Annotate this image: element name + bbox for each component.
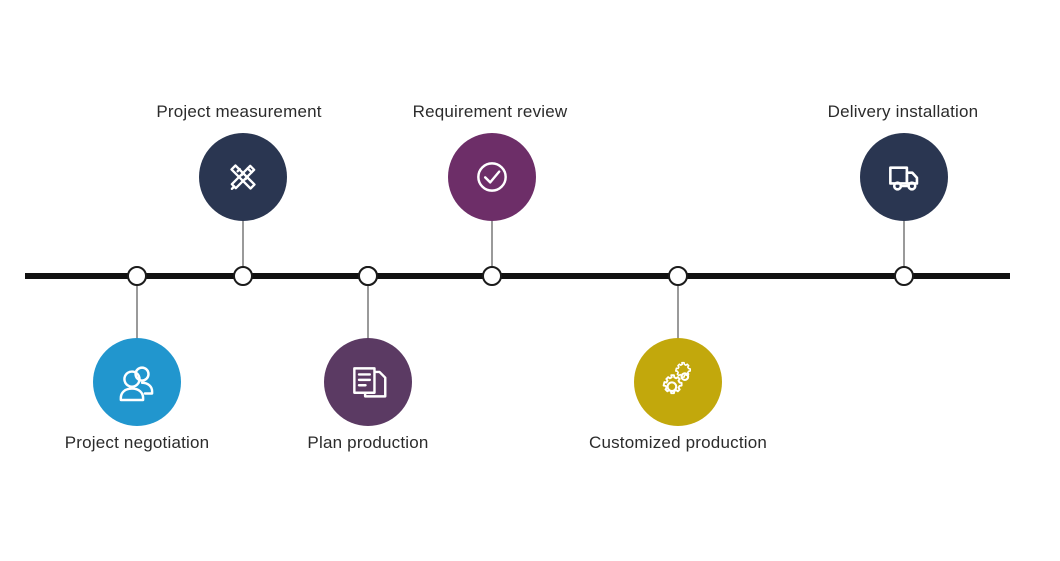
- axis-node-project-negotiation[interactable]: [127, 266, 147, 286]
- step-icon-customized-production[interactable]: [634, 338, 722, 426]
- gears-icon: [655, 359, 701, 405]
- axis-node-extra-marker[interactable]: [358, 266, 378, 286]
- step-icon-plan-production[interactable]: [324, 338, 412, 426]
- step-label-project-negotiation: Project negotiation: [64, 433, 210, 452]
- connector-plan-production: [367, 286, 369, 342]
- connector-customized-production: [677, 286, 679, 342]
- step-label-delivery-installation: Delivery installation: [827, 102, 979, 121]
- connector-requirement-review: [491, 221, 493, 271]
- axis-node-requirement-review[interactable]: [482, 266, 502, 286]
- pencil-ruler-icon: [220, 154, 266, 200]
- axis-node-customized-production[interactable]: [668, 266, 688, 286]
- check-circle-icon: [469, 154, 515, 200]
- timeline-axis: [25, 273, 1010, 279]
- step-label-plan-production: Plan production: [307, 433, 429, 452]
- step-label-customized-production: Customized production: [588, 433, 768, 452]
- axis-node-delivery-installation[interactable]: [894, 266, 914, 286]
- step-icon-project-measurement[interactable]: [199, 133, 287, 221]
- step-label-requirement-review: Requirement review: [412, 102, 568, 121]
- connector-delivery-installation: [903, 221, 905, 271]
- axis-node-project-measurement[interactable]: [233, 266, 253, 286]
- documents-icon: [345, 359, 391, 405]
- truck-icon: [881, 154, 927, 200]
- connector-project-measurement: [242, 221, 244, 271]
- step-icon-requirement-review[interactable]: [448, 133, 536, 221]
- step-icon-delivery-installation[interactable]: [860, 133, 948, 221]
- step-icon-project-negotiation[interactable]: [93, 338, 181, 426]
- connector-project-negotiation: [136, 286, 138, 342]
- users-icon: [114, 359, 160, 405]
- step-label-project-measurement: Project measurement: [156, 102, 322, 121]
